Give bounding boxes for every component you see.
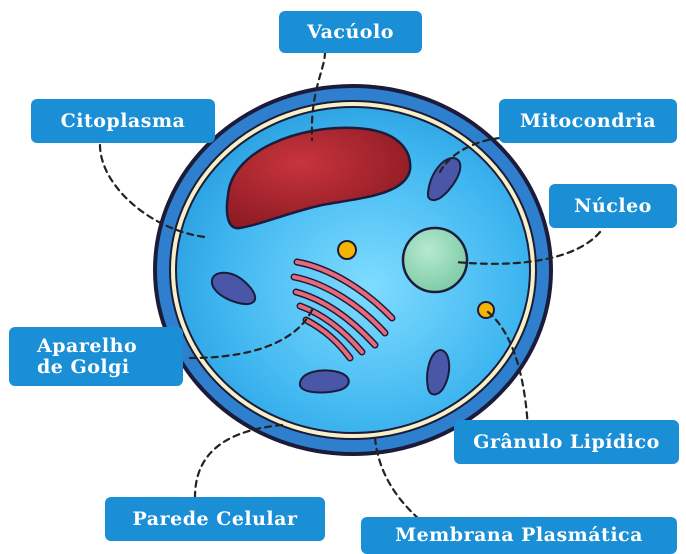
label-nucleo: Núcleo [549, 184, 677, 228]
nucleus [403, 228, 467, 292]
label-parede-celular: Parede Celular [105, 497, 325, 541]
mitochondrion [300, 370, 349, 392]
label-membrana-plasmatica: Membrana Plasmática [361, 517, 677, 554]
label-vacuolo: Vacúolo [279, 11, 422, 53]
label-golgi-line1: Aparelho [37, 336, 137, 357]
label-aparelho-de-golgi: Aparelho de Golgi [9, 327, 183, 386]
label-granulo-lipidico: Grânulo Lipídico [454, 420, 679, 464]
label-golgi-line2: de Golgi [37, 357, 130, 378]
lipid-granule [338, 241, 356, 259]
label-citoplasma: Citoplasma [31, 99, 215, 143]
label-mitocondria: Mitocondria [499, 99, 677, 143]
